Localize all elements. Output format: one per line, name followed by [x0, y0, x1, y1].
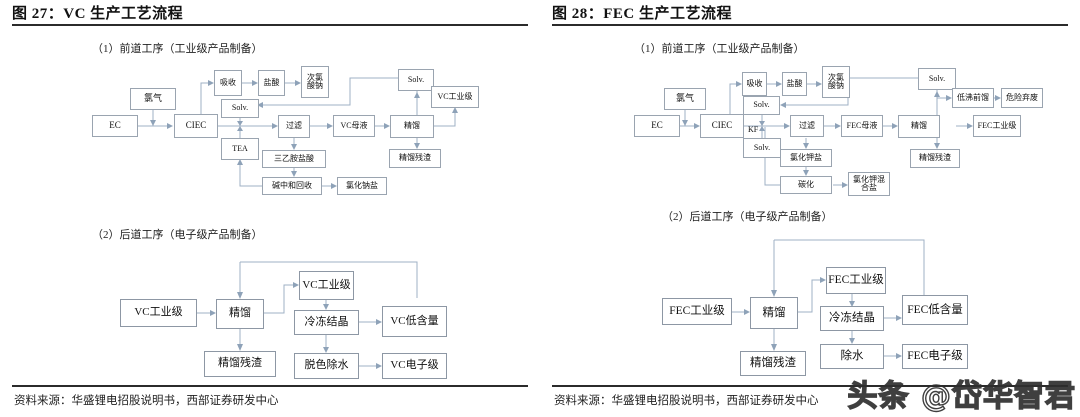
title-divider-vc — [12, 24, 528, 26]
node-tea[interactable]: TEA — [221, 138, 259, 160]
node-distillation-2[interactable]: 精馏 — [216, 299, 264, 329]
node-absorption[interactable]: 吸收 — [214, 70, 242, 96]
node-ciec[interactable]: CIEC — [700, 114, 744, 138]
node-fec-industrial-output[interactable]: FEC工业级 — [826, 267, 886, 294]
node-solvent-2[interactable]: Solv. — [918, 68, 956, 90]
flow-wires-fec-lower — [732, 239, 925, 359]
node-freeze-crystallization[interactable]: 冷冻结晶 — [294, 310, 359, 335]
flow-fec-upper: EC 氯气 CIEC 吸收 盐酸 次氯 酸钠 Solv. Solv. 过滤 氯化… — [552, 0, 1080, 417]
node-sodium-chloride[interactable]: 氯化钠盐 — [337, 177, 387, 195]
node-vc-low-content[interactable]: VC低含量 — [382, 306, 447, 337]
node-ec[interactable]: EC — [92, 115, 138, 137]
node-distillation-residue-2[interactable]: 精馏残渣 — [740, 351, 806, 376]
node-distillation[interactable]: 精馏 — [898, 115, 940, 138]
node-vc-electronic-grade[interactable]: VC电子级 — [382, 353, 447, 379]
node-vc-industrial-output[interactable]: VC工业级 — [299, 271, 354, 300]
node-filtration[interactable]: 过滤 — [790, 115, 824, 137]
section-label-fec-downstream: （2）后道工序（电子级产品制备） — [662, 211, 833, 223]
figure-panel-vc: 图 27：VC 生产工艺流程 （1）前道工序（工业级产品制备） — [12, 0, 540, 417]
page-title-vc: 图 27：VC 生产工艺流程 — [12, 6, 184, 22]
node-ciec[interactable]: CIEC — [174, 114, 218, 138]
node-chlorine[interactable]: 氯气 — [130, 88, 176, 110]
node-distillation-2[interactable]: 精馏 — [750, 297, 798, 329]
node-hydrochloric-acid[interactable]: 盐酸 — [258, 70, 285, 96]
node-ec[interactable]: EC — [634, 115, 680, 137]
node-sodium-hypochlorite[interactable]: 次氯 酸钠 — [301, 66, 329, 98]
node-distillation-residue[interactable]: 精馏残渣 — [910, 149, 960, 168]
node-vc-mother-liquor[interactable]: VC母液 — [333, 115, 375, 137]
node-potassium-chloride-mixed-salt[interactable]: 氯化钾混 合盐 — [848, 172, 890, 196]
node-triethylamine-hcl[interactable]: 三乙胺盐酸 — [262, 150, 326, 168]
node-fec-low-content[interactable]: FEC低含量 — [902, 295, 968, 325]
node-hydrochloric-acid[interactable]: 盐酸 — [782, 72, 807, 96]
footer-divider-fec — [552, 385, 1068, 387]
node-fec-industrial-grade[interactable]: FEC工业级 — [973, 115, 1021, 137]
flow-vc-upper: EC 氯气 CIEC 吸收 盐酸 次氯 酸钠 Solv. TEA 过滤 三乙胺盐… — [12, 0, 540, 417]
section-label-vc-upstream: （1）前道工序（工业级产品制备） — [92, 43, 263, 55]
node-fec-electronic-grade[interactable]: FEC电子级 — [902, 344, 968, 369]
node-distillation-residue[interactable]: 精馏残渣 — [389, 149, 441, 168]
flow-fec-lower: FEC工业级 精馏 FEC工业级 冷冻结晶 FEC低含量 精馏残渣 除水 FEC… — [552, 0, 1080, 417]
node-alkali-recovery[interactable]: 碱中和回收 — [262, 177, 322, 195]
node-freeze-crystallization[interactable]: 冷冻结晶 — [820, 306, 884, 331]
section-label-vc-downstream: （2）后道工序（电子级产品制备） — [92, 229, 263, 241]
node-absorption[interactable]: 吸收 — [742, 72, 767, 96]
footer-divider-vc — [12, 385, 528, 387]
flow-vc-lower: VC工业级 精馏 VC工业级 冷冻结晶 VC低含量 精馏残渣 脱色除水 VC电子… — [12, 0, 540, 417]
node-solvent-2[interactable]: Solv. — [398, 69, 434, 91]
source-note-fec: 资料来源：华盛锂电招股说明书，西部证券研发中心 — [554, 395, 819, 407]
node-distillation-residue-2[interactable]: 精馏残渣 — [204, 351, 276, 377]
title-divider-fec — [552, 24, 1068, 26]
flow-wires-vc-upper — [138, 77, 458, 189]
node-dewatering[interactable]: 除水 — [820, 344, 884, 369]
node-fec-mother-liquor[interactable]: FEC母液 — [841, 115, 883, 137]
flow-wires-vc-lower — [197, 261, 418, 369]
node-vc-industrial-grade[interactable]: VC工业级 — [431, 86, 479, 108]
node-low-boiling-fraction[interactable]: 低沸前馏 — [952, 88, 994, 108]
node-vc-industrial-input[interactable]: VC工业级 — [120, 299, 197, 327]
flow-wires-fec-upper — [680, 77, 1001, 188]
node-hazardous-waste[interactable]: 危险弃废 — [1001, 88, 1043, 108]
watermark: 头条 @岱华智君 — [847, 378, 1076, 414]
figure-panel-fec: 图 28：FEC 生产工艺流程 （1）前道工序（工业级产品制备） — [552, 0, 1080, 417]
node-chlorine[interactable]: 氯气 — [664, 88, 706, 110]
node-distillation[interactable]: 精馏 — [390, 115, 434, 138]
node-potassium-chloride-salt[interactable]: 氯化钾盐 — [780, 149, 832, 167]
node-solvent-1[interactable]: Solv. — [743, 96, 780, 115]
node-solvent-kf[interactable]: Solv. — [743, 138, 781, 158]
section-label-fec-upstream: （1）前道工序（工业级产品制备） — [634, 43, 805, 55]
node-solvent-1[interactable]: Solv. — [221, 99, 259, 118]
node-sodium-hypochlorite[interactable]: 次氯 酸钠 — [822, 66, 850, 98]
source-note-vc: 资料来源：华盛锂电招股说明书，西部证券研发中心 — [14, 395, 279, 407]
node-filtration[interactable]: 过滤 — [278, 115, 310, 138]
node-fec-industrial-input[interactable]: FEC工业级 — [662, 298, 732, 325]
node-decolor-dewater[interactable]: 脱色除水 — [294, 353, 359, 379]
page-title-fec: 图 28：FEC 生产工艺流程 — [552, 6, 733, 22]
node-carbonization[interactable]: 碳化 — [780, 176, 832, 194]
